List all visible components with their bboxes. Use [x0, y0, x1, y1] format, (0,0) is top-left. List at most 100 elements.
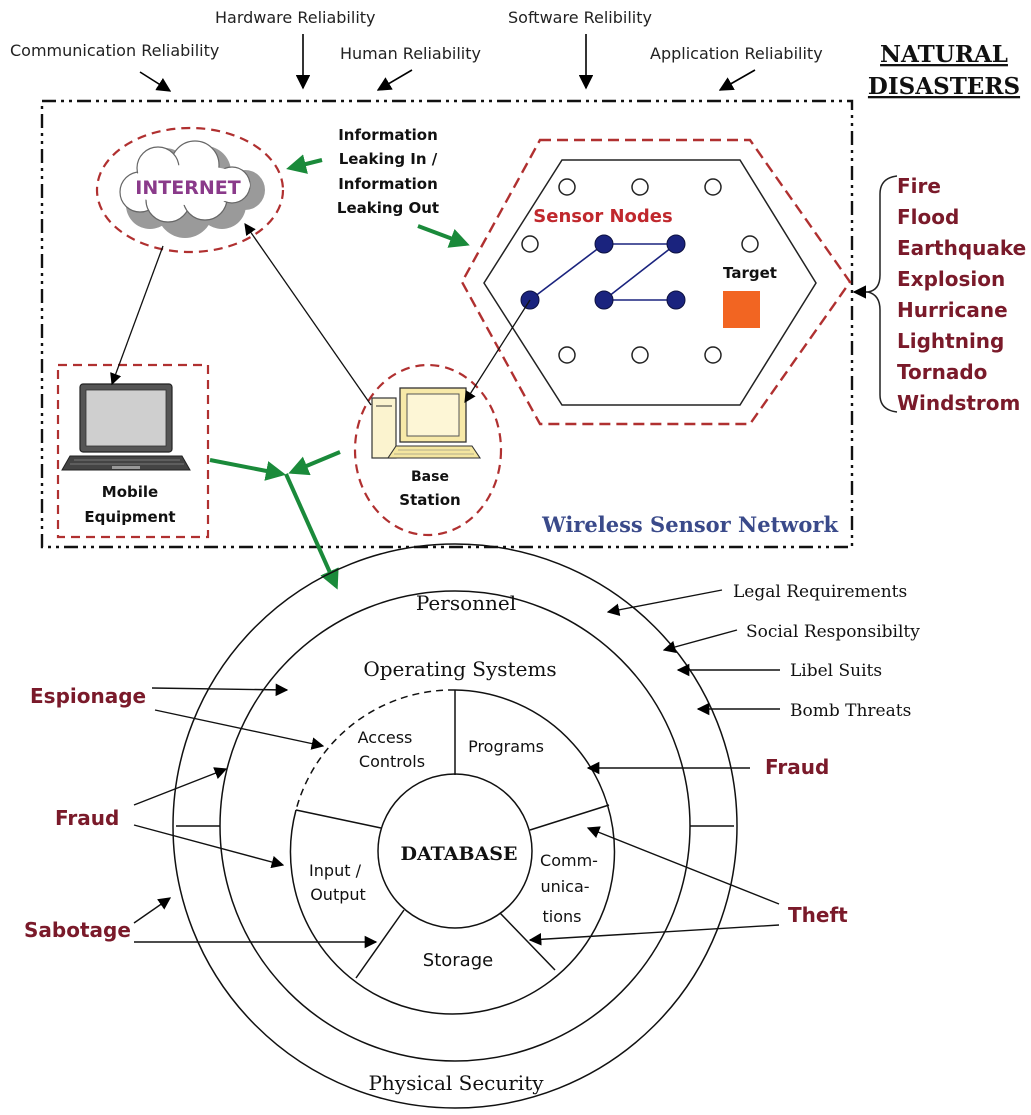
sensor-network: Sensor Nodes Target: [460, 138, 852, 426]
espionage-arrow-2: [154, 709, 325, 750]
access-controls-dashed-arc: [295, 689, 456, 811]
sensor-node-active: [594, 290, 614, 310]
software-reliability-label: Software Relibility: [508, 8, 652, 27]
sensor-node-idle: [741, 235, 759, 253]
sensor-node-idle: [631, 178, 649, 196]
threat-labels: Espionage Fraud Sabotage Fraud Theft: [24, 684, 848, 942]
fraud-left-arrow-1: [133, 767, 228, 806]
divider: [499, 912, 556, 971]
disaster-item: Fire: [897, 174, 941, 198]
info-leak-line-3: Information: [338, 175, 438, 193]
social-responsibility-label: Social Responsibilty: [746, 622, 920, 642]
info-leak-line-4: Leaking Out: [337, 199, 439, 217]
communication-reliability-label: Communication Reliability: [10, 41, 219, 60]
disaster-item: Earthquake: [897, 236, 1026, 260]
laptop-icon: [61, 383, 191, 471]
natural-disasters-title-1: NATURAL: [880, 41, 1008, 68]
sensor-node-active: [666, 290, 686, 310]
disaster-brace: [867, 175, 898, 413]
reliability-arrows: [139, 34, 756, 92]
fraud-left-label: Fraud: [55, 806, 119, 830]
node-links: [529, 243, 677, 301]
base-station: Base Station: [353, 363, 503, 537]
info-leak-text: Information Leaking In / Information Lea…: [337, 126, 439, 217]
espionage-arrow-1: [151, 683, 289, 697]
sensor-field-hexagon: [483, 159, 817, 406]
fraud-right-label: Fraud: [765, 755, 829, 779]
disaster-item: Lightning: [897, 329, 1004, 353]
sensor-node-idle: [558, 346, 576, 364]
sabotage-label: Sabotage: [24, 918, 131, 942]
human-reliability-label: Human Reliability: [340, 44, 481, 63]
mobile-equipment: Mobile Equipment: [56, 363, 210, 539]
operating-systems-label: Operating Systems: [363, 657, 556, 681]
threat-arrows: [133, 683, 780, 949]
disaster-item: Hurricane: [897, 298, 1008, 322]
base-label-1: Base: [411, 469, 449, 485]
leak-in-arrow: [286, 154, 323, 174]
database-label: DATABASE: [400, 843, 517, 865]
security-rings: [172, 543, 738, 1109]
natural-disasters-title-2: DISASTERS: [868, 73, 1020, 100]
access-controls-label-2: Controls: [359, 752, 425, 771]
access-controls-label-1: Access: [358, 728, 413, 747]
legal-arrow: [606, 589, 723, 617]
mobile-dashed-box: [56, 363, 210, 539]
info-leak-line-1: Information: [338, 126, 438, 144]
base-label-2: Station: [399, 491, 460, 509]
down-flow-arrow: [284, 473, 339, 590]
divider: [529, 804, 610, 831]
divider: [355, 909, 405, 979]
disaster-item: Tornado: [897, 360, 987, 384]
sensor-node-idle: [704, 346, 722, 364]
external-arrows: [606, 589, 780, 716]
sensor-node-idle: [631, 346, 649, 364]
sensor-node-idle: [558, 178, 576, 196]
external-requirements: Legal Requirements Social Responsibilty …: [733, 582, 920, 721]
wsn-links: [110, 223, 531, 406]
libel-suits-label: Libel Suits: [790, 661, 882, 681]
segment-labels: Access Controls Programs Input / Output …: [309, 728, 598, 971]
social-arrow: [662, 629, 738, 654]
internet-label: INTERNET: [135, 177, 240, 199]
theft-arrow-1: [586, 826, 780, 905]
sensor-dashed-hexagon: [460, 138, 852, 426]
inner-ring-arc: [289, 689, 616, 1015]
target-square: [723, 291, 760, 328]
communications-label-3: tions: [543, 907, 582, 926]
base-to-internet-arrow: [244, 223, 372, 406]
theft-arrow-2: [528, 924, 780, 946]
sensor-node-idle: [521, 235, 539, 253]
personnel-label: Personnel: [416, 591, 516, 615]
sabotage-arrow-1: [133, 897, 172, 924]
human-arrow: [376, 69, 413, 91]
physical-security-ring: [172, 543, 738, 1109]
desktop-computer-icon: [371, 387, 482, 459]
fraud-left-arrow-2: [133, 824, 285, 869]
divider: [295, 809, 382, 829]
base-dashed-ring: [353, 363, 503, 537]
mobile-label-1: Mobile: [102, 483, 158, 501]
input-output-label-2: Output: [310, 885, 366, 904]
sensor-nodes-label: Sensor Nodes: [533, 206, 672, 227]
mobile-flow-arrow: [209, 458, 286, 481]
application-arrow: [718, 69, 756, 91]
legal-requirements-label: Legal Requirements: [733, 582, 907, 602]
sensor-node-active: [666, 234, 686, 254]
sensor-node-active: [594, 234, 614, 254]
communications-label-2: unica-: [540, 877, 589, 896]
hardware-reliability-label: Hardware Reliability: [215, 8, 376, 27]
storage-label: Storage: [423, 950, 493, 971]
internet-to-mobile-arrow: [110, 245, 164, 386]
base-flow-arrow: [288, 450, 341, 476]
sensor-to-base-arrow: [464, 299, 531, 403]
theft-label: Theft: [788, 903, 848, 927]
info-leak-line-2: Leaking In /: [339, 150, 438, 168]
wsn-boundary: [40, 99, 854, 549]
espionage-label: Espionage: [30, 684, 146, 708]
wsn-label: Wireless Sensor Network: [541, 512, 838, 537]
internet-dashed-ring: [95, 126, 285, 254]
leak-out-arrow: [417, 224, 470, 248]
